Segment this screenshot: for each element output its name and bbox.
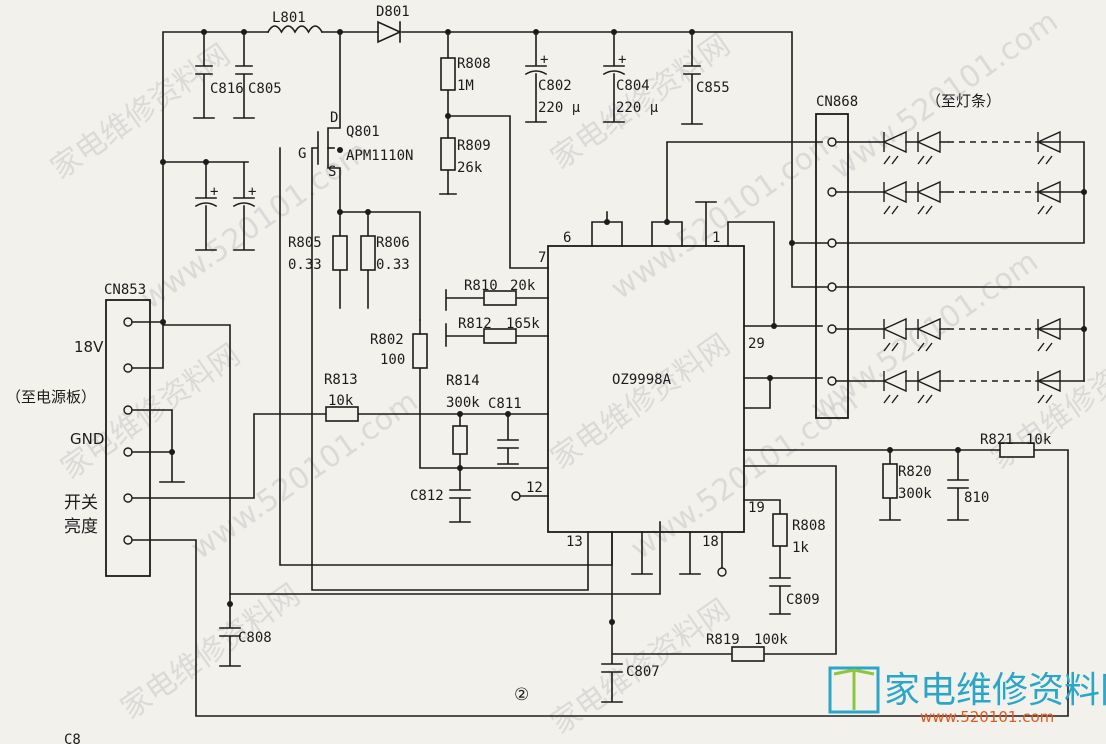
switch-label: 开关 (64, 493, 98, 513)
r805-label: R805 (288, 235, 322, 251)
connector-cn868: CN868 （至灯条） (789, 92, 1087, 419)
logo-text: 家电维修资料网 (884, 670, 1106, 711)
r809-value: 26k (457, 160, 483, 176)
r813-value: 10k (328, 393, 354, 409)
site-logo: 家电维修资料网 www.520101.com (828, 666, 1106, 726)
watermark: 家电维修资料网 (545, 327, 737, 476)
c809-label: C809 (786, 592, 820, 608)
feedback-divider: R808 1M R809 26k (439, 29, 549, 269)
d801-label: D801 (376, 4, 410, 20)
cn853-label: CN853 (104, 282, 146, 298)
led-row-4 (835, 369, 1085, 404)
r814-label: R814 (446, 373, 480, 389)
c855-label: C855 (696, 80, 730, 96)
watermark: www.520101.com (605, 124, 845, 307)
r821-label: R821 (980, 432, 1014, 448)
dim-network: R813 10k R814 300k C811 C812 (127, 372, 549, 523)
q801-s-label: S (328, 164, 336, 180)
v18-label: 18V (74, 338, 104, 356)
led-row-2 (835, 180, 1085, 215)
c802-value: 220 μ (538, 100, 581, 116)
q801-part: APM1110N (346, 148, 413, 164)
r820-value: 300k (898, 486, 932, 502)
r810-r812: R810 20k R812 165k (445, 278, 549, 347)
pin-1: 1 (712, 230, 720, 246)
brightness-label: 亮度 (64, 517, 98, 537)
watermark: 家电维修资料网 (115, 577, 307, 726)
figure-number: ② (514, 685, 529, 705)
right-network: R820 300k 810 R821 10k (127, 432, 1069, 717)
watermark: www.520101.com (185, 384, 425, 567)
ic-oz9998a: OZ9998A 6 7 1 29 12 19 13 18 (511, 141, 823, 577)
r808b-label: R808 (792, 518, 826, 534)
pin-12: 12 (526, 480, 543, 496)
q801-d-label: D (330, 110, 338, 126)
pin-19: 19 (748, 500, 765, 516)
led-row-3 (835, 317, 1085, 352)
ic-body (547, 245, 745, 533)
inductor-l801 (266, 25, 324, 34)
output-caps: + + C802 220 μ C804 220 μ C855 (524, 29, 730, 125)
r806-value: 0.33 (376, 257, 410, 273)
pin-29: 29 (748, 336, 765, 352)
to-power-label: （至电源板） (6, 388, 96, 406)
q801-label: Q801 (346, 124, 380, 140)
ic-name: OZ9998A (612, 372, 672, 388)
bottom-network: R808 1k C809 R819 100k C807 C808 (219, 465, 837, 703)
r808-label: R808 (457, 56, 491, 72)
c816-label: C816 (210, 81, 244, 97)
logo-url: www.520101.com (920, 708, 1054, 726)
r820-label: R820 (898, 464, 932, 480)
cn868-label: CN868 (816, 94, 858, 110)
r809-label: R809 (457, 138, 491, 154)
r802-label: R802 (370, 332, 404, 348)
plus-sign: + (540, 52, 548, 68)
c805-label: C805 (248, 81, 282, 97)
pin-7: 7 (538, 250, 546, 266)
l801-label: L801 (272, 10, 306, 26)
r808-value: 1M (457, 78, 474, 94)
led-row-1 (835, 130, 1087, 195)
pin-13: 13 (566, 534, 583, 550)
r814-value: 300k (446, 395, 480, 411)
mosfet-q801: D G S Q801 APM1110N (298, 29, 589, 591)
sense-resistors: R805 0.33 R806 0.33 R802 100 (288, 209, 549, 469)
connector-cn853: CN853 18V （至电源板） GND 开关 亮度 (6, 282, 185, 577)
r821-value: 10k (1026, 432, 1052, 448)
q801-g-label: G (298, 146, 306, 162)
plus-sign: + (210, 184, 218, 200)
plus-sign: + (248, 184, 256, 200)
r802-value: 100 (380, 352, 405, 368)
gnd-label: GND (70, 430, 104, 448)
diode-d801 (377, 20, 402, 44)
plus-sign: + (618, 52, 626, 68)
c807-label: C807 (626, 664, 660, 680)
r805-value: 0.33 (288, 257, 322, 273)
r819-value: 100k (754, 632, 788, 648)
c810-label: 810 (964, 490, 989, 506)
c812-label: C812 (410, 488, 444, 504)
book-icon (828, 666, 880, 714)
c804-value: 220 μ (616, 100, 659, 116)
to-led-label: （至灯条） (926, 92, 1001, 110)
r812-value: 165k (506, 316, 540, 332)
r813-label: R813 (324, 372, 358, 388)
c802-label: C802 (538, 78, 572, 94)
r810-value: 20k (510, 278, 536, 294)
r808b-value: 1k (792, 540, 809, 556)
r819-label: R819 (706, 632, 740, 648)
watermark: www.520101.com (805, 244, 1045, 427)
input-section: L801 D801 C816 C805 + + (160, 4, 793, 595)
pin-18: 18 (702, 534, 719, 550)
c808-label: C808 (238, 630, 272, 646)
cut-label: C8 (64, 732, 81, 744)
c804-label: C804 (616, 78, 650, 94)
pin-6: 6 (563, 230, 571, 246)
r810-label: R810 (464, 278, 498, 294)
c811-label: C811 (488, 396, 522, 412)
r812-label: R812 (458, 316, 492, 332)
r806-label: R806 (376, 235, 410, 251)
